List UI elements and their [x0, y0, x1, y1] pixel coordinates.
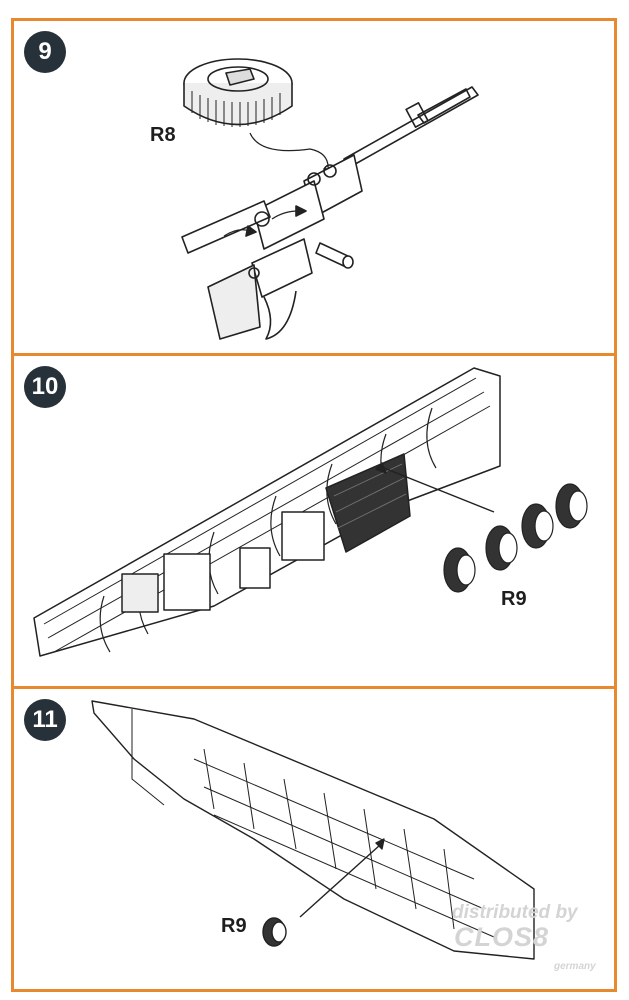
hull-inner-side-panel: [91, 700, 535, 960]
step-number-badge: 11: [24, 699, 66, 741]
road-wheel-r9: [262, 917, 287, 947]
step-9-panel: 9 R8: [11, 18, 617, 356]
step-9-drawing: [181, 58, 479, 340]
step-10-panel: 10 R9: [11, 353, 617, 689]
step-number-badge: 9: [24, 31, 66, 73]
watermark-subtext: germany: [554, 961, 596, 972]
step-11-drawing: [91, 700, 535, 960]
pistol-grip-part: [207, 238, 313, 340]
hull-side-panel: [33, 367, 501, 657]
step-11-panel: 11 R9 distributed by CLOS8 germany: [11, 686, 617, 992]
step-number-badge: 10: [24, 366, 66, 408]
watermark-text: distributed by: [452, 902, 578, 923]
watermark-logo: CLOS8: [454, 922, 550, 952]
machine-gun-body: [181, 86, 479, 254]
road-wheels-r9: [443, 483, 588, 593]
tool-box-parts: [121, 453, 411, 613]
part-label-r8: R8: [150, 124, 176, 146]
drum-magazine-part: [183, 58, 293, 127]
step-10-drawing: [33, 367, 588, 657]
part-label-r9: R9: [221, 915, 247, 937]
part-label-r9: R9: [501, 588, 527, 610]
pin-part: [315, 242, 354, 269]
